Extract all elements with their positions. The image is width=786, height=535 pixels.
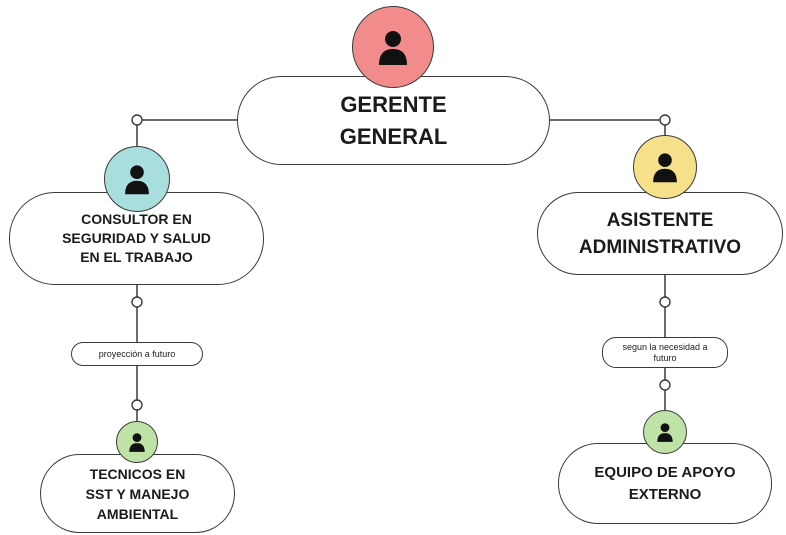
node-tecnicos-line-2: SST Y MANEJO [85, 485, 190, 502]
person-icon [379, 31, 407, 65]
node-equipo-line-1: EQUIPO DE APOYO [594, 463, 736, 481]
connector-dot [131, 114, 143, 126]
node-equipo-apoyo-externo: EQUIPO DE APOYO EXTERNO [558, 443, 772, 524]
avatar-equipo [643, 410, 687, 454]
person-icon [653, 153, 677, 183]
label-proyeccion-a-futuro: proyección a futuro [71, 342, 203, 366]
node-consultor-line-2: SEGURIDAD Y SALUD [62, 230, 211, 246]
connector-dot [659, 114, 671, 126]
node-gerente-general: GERENTE GENERAL [237, 76, 550, 165]
node-gerente-line-2: GENERAL [339, 123, 448, 149]
person-icon [129, 433, 145, 452]
node-asistente-line-2: ADMINISTRATIVO [578, 236, 742, 258]
person-icon [657, 423, 673, 442]
node-consultor-line-1: CONSULTOR EN [81, 211, 192, 227]
node-equipo-line-2: EXTERNO [628, 485, 702, 503]
node-consultor-line-3: EN EL TRABAJO [80, 249, 193, 265]
node-tecnicos-sst: TECNICOS EN SST Y MANEJO AMBIENTAL [40, 454, 235, 533]
avatar-asistente [633, 135, 697, 199]
connector-dot [131, 399, 143, 411]
person-icon [125, 165, 149, 195]
node-asistente-line-1: ASISTENTE [606, 209, 714, 231]
node-tecnicos-line-1: TECNICOS EN [89, 465, 186, 482]
connector-dot [659, 296, 671, 308]
node-gerente-line-1: GERENTE [340, 91, 447, 117]
label-proyeccion-text: proyección a futuro [98, 348, 176, 359]
label-necesidad-line-2: futuro [653, 352, 677, 363]
connector-dot [659, 379, 671, 391]
avatar-consultor [104, 146, 170, 212]
connector-dot [131, 296, 143, 308]
avatar-tecnicos [116, 421, 158, 463]
label-segun-necesidad: segun la necesidad a futuro [602, 337, 728, 368]
node-tecnicos-line-3: AMBIENTAL [96, 505, 179, 522]
node-asistente-administrativo: ASISTENTE ADMINISTRATIVO [537, 192, 783, 275]
label-necesidad-line-1: segun la necesidad a [622, 341, 708, 352]
avatar-gerente [352, 6, 434, 88]
